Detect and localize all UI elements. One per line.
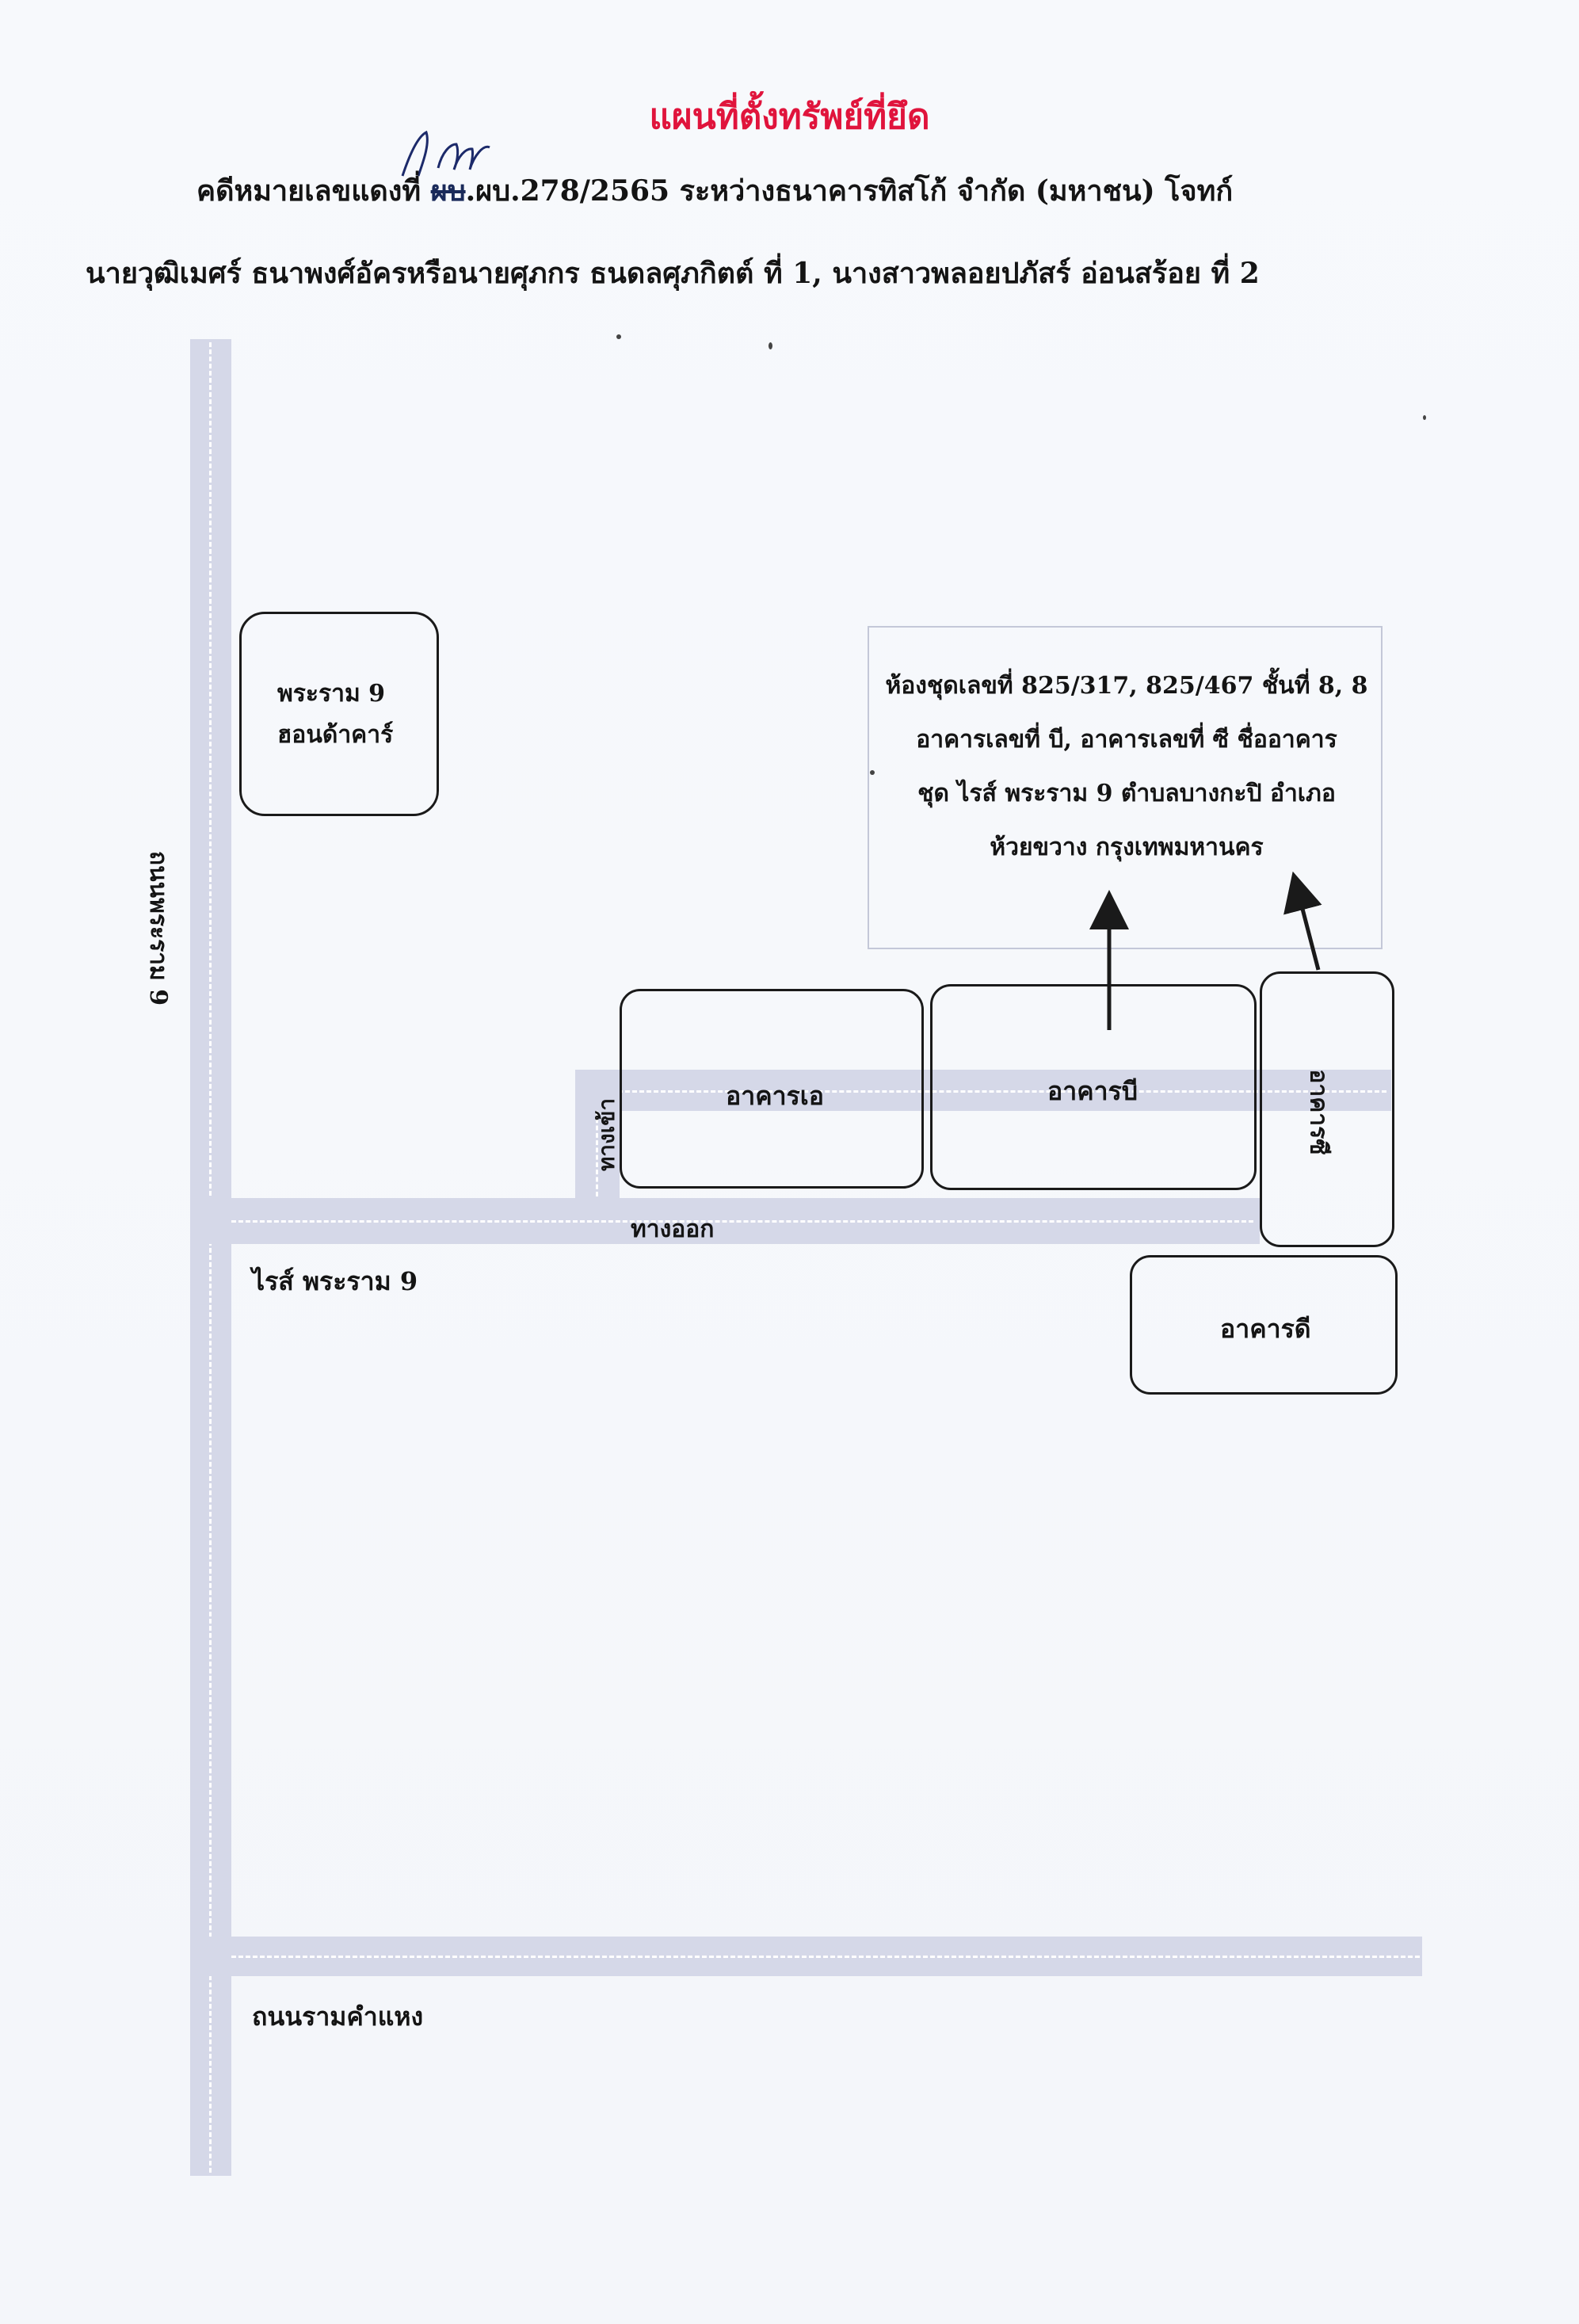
ramkhamhaeng-road-centerline (231, 1956, 1420, 1958)
building-d (1130, 1255, 1398, 1395)
property-info-box: ห้องชุดเลขที่ 825/317, 825/467 ชั้นที่ 8… (868, 626, 1383, 949)
property-info-line-2: อาคารเลขที่ บี, อาคารเลขที่ ซี ชื่ออาคาร (916, 726, 1337, 754)
scan-speck (870, 770, 875, 775)
building-b-label: อาคารบี (1047, 1076, 1138, 1106)
inner-driveway-centerline (618, 1090, 1386, 1093)
ramkhamhaeng-label: ถนนรามคำแหง (252, 2002, 424, 2032)
handwritten-annotation (401, 130, 490, 177)
scan-speck (769, 342, 772, 349)
parties-line: นายวุฒิเมศร์ ธนาพงศ์อัครหรือนายศุภกร ธนด… (86, 257, 1260, 290)
building-b (930, 984, 1257, 1190)
landmark-box (239, 612, 439, 816)
case-prefix: คดีหมายเลขแดงที่ (196, 174, 431, 208)
building-c-label: อาคารซี (1304, 1069, 1333, 1155)
rama9-road-centerline (209, 342, 212, 2173)
building-a-label: อาคารเอ (726, 1081, 824, 1111)
property-info-line-1: ห้องชุดเลขที่ 825/317, 825/467 ชั้นที่ 8… (885, 672, 1368, 700)
exit-label: ทางออก (631, 1215, 715, 1243)
building-d-label: อาคารดี (1220, 1314, 1311, 1344)
property-info-line-4: ห้วยขวาง กรุงเทพมหานคร (990, 834, 1264, 861)
scan-speck (616, 334, 621, 339)
case-suffix: .ผบ.278/2565 ระหว่างธนาคารทิสโก้ จำกัด (… (465, 174, 1234, 208)
entrance-connector-centerline (596, 1111, 598, 1196)
property-info-line-3: ชุด ไรส์ พระราม 9 ตำบลบางกะปิ อำเภอ (917, 780, 1336, 807)
building-a (620, 989, 924, 1189)
case-number-line: คดีหมายเลขแดงที่ ผบ.ผบ.278/2565 ระหว่างธ… (196, 168, 1233, 213)
document-title: แผนที่ตั้งทรัพย์ที่ยึด (649, 97, 930, 137)
case-struck-code: ผบ (430, 174, 466, 208)
building-c (1260, 971, 1394, 1247)
rise-rama9-label: ไรส์ พระราม 9 (252, 1266, 418, 1296)
rama9-road-label: ถนนพระราม 9 (144, 850, 173, 1006)
landmark-line1: พระราม 9 (277, 680, 386, 708)
scan-speck (1423, 415, 1426, 420)
landmark-line2: ฮอนด้าคาร์ (277, 721, 394, 749)
rise-rama9-road-centerline (231, 1220, 1253, 1223)
